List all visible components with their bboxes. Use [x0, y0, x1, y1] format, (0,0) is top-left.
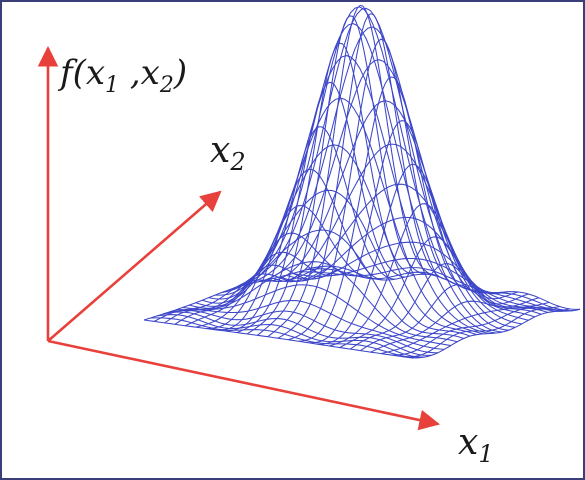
mesh-line-u — [164, 265, 333, 324]
mesh-line-u — [370, 297, 539, 353]
mesh-line-u — [236, 81, 405, 333]
mesh-line-v — [221, 55, 490, 335]
mesh-line-v — [311, 265, 581, 310]
mesh-line-v — [227, 23, 497, 334]
mesh-line-u — [360, 284, 529, 352]
wireframe-mesh — [143, 4, 581, 359]
mesh-line-v — [279, 216, 548, 313]
mesh-line-v — [195, 229, 464, 339]
depth-axis-label: x2 — [210, 130, 246, 176]
mesh-line-u — [298, 76, 467, 342]
mesh-line-u — [391, 305, 560, 356]
mesh-line-v — [286, 241, 555, 313]
mesh-line-u — [380, 301, 550, 355]
mesh-line-v — [247, 26, 516, 328]
mesh-line-v — [240, 7, 509, 331]
mesh-line-u — [349, 263, 519, 350]
mesh-line-u — [257, 15, 426, 336]
mesh-line-u — [267, 4, 436, 338]
horizontal-axis-label: x1 — [458, 422, 494, 468]
mesh-line-v — [150, 317, 419, 359]
mesh-line-v — [266, 143, 535, 318]
mesh-line-u — [401, 308, 570, 358]
depth-axis — [47, 190, 222, 342]
mesh-line-v — [260, 100, 529, 321]
mesh-line-u — [319, 163, 488, 345]
mesh-line-v — [299, 267, 568, 312]
mesh-line-v — [253, 59, 522, 325]
mesh-line-v — [292, 257, 561, 312]
mesh-line-u — [411, 308, 581, 359]
vertical-axis-label: f(x1 ,x2) — [57, 53, 187, 98]
horizontal-axis — [47, 339, 441, 431]
mesh-line-v — [234, 6, 503, 333]
